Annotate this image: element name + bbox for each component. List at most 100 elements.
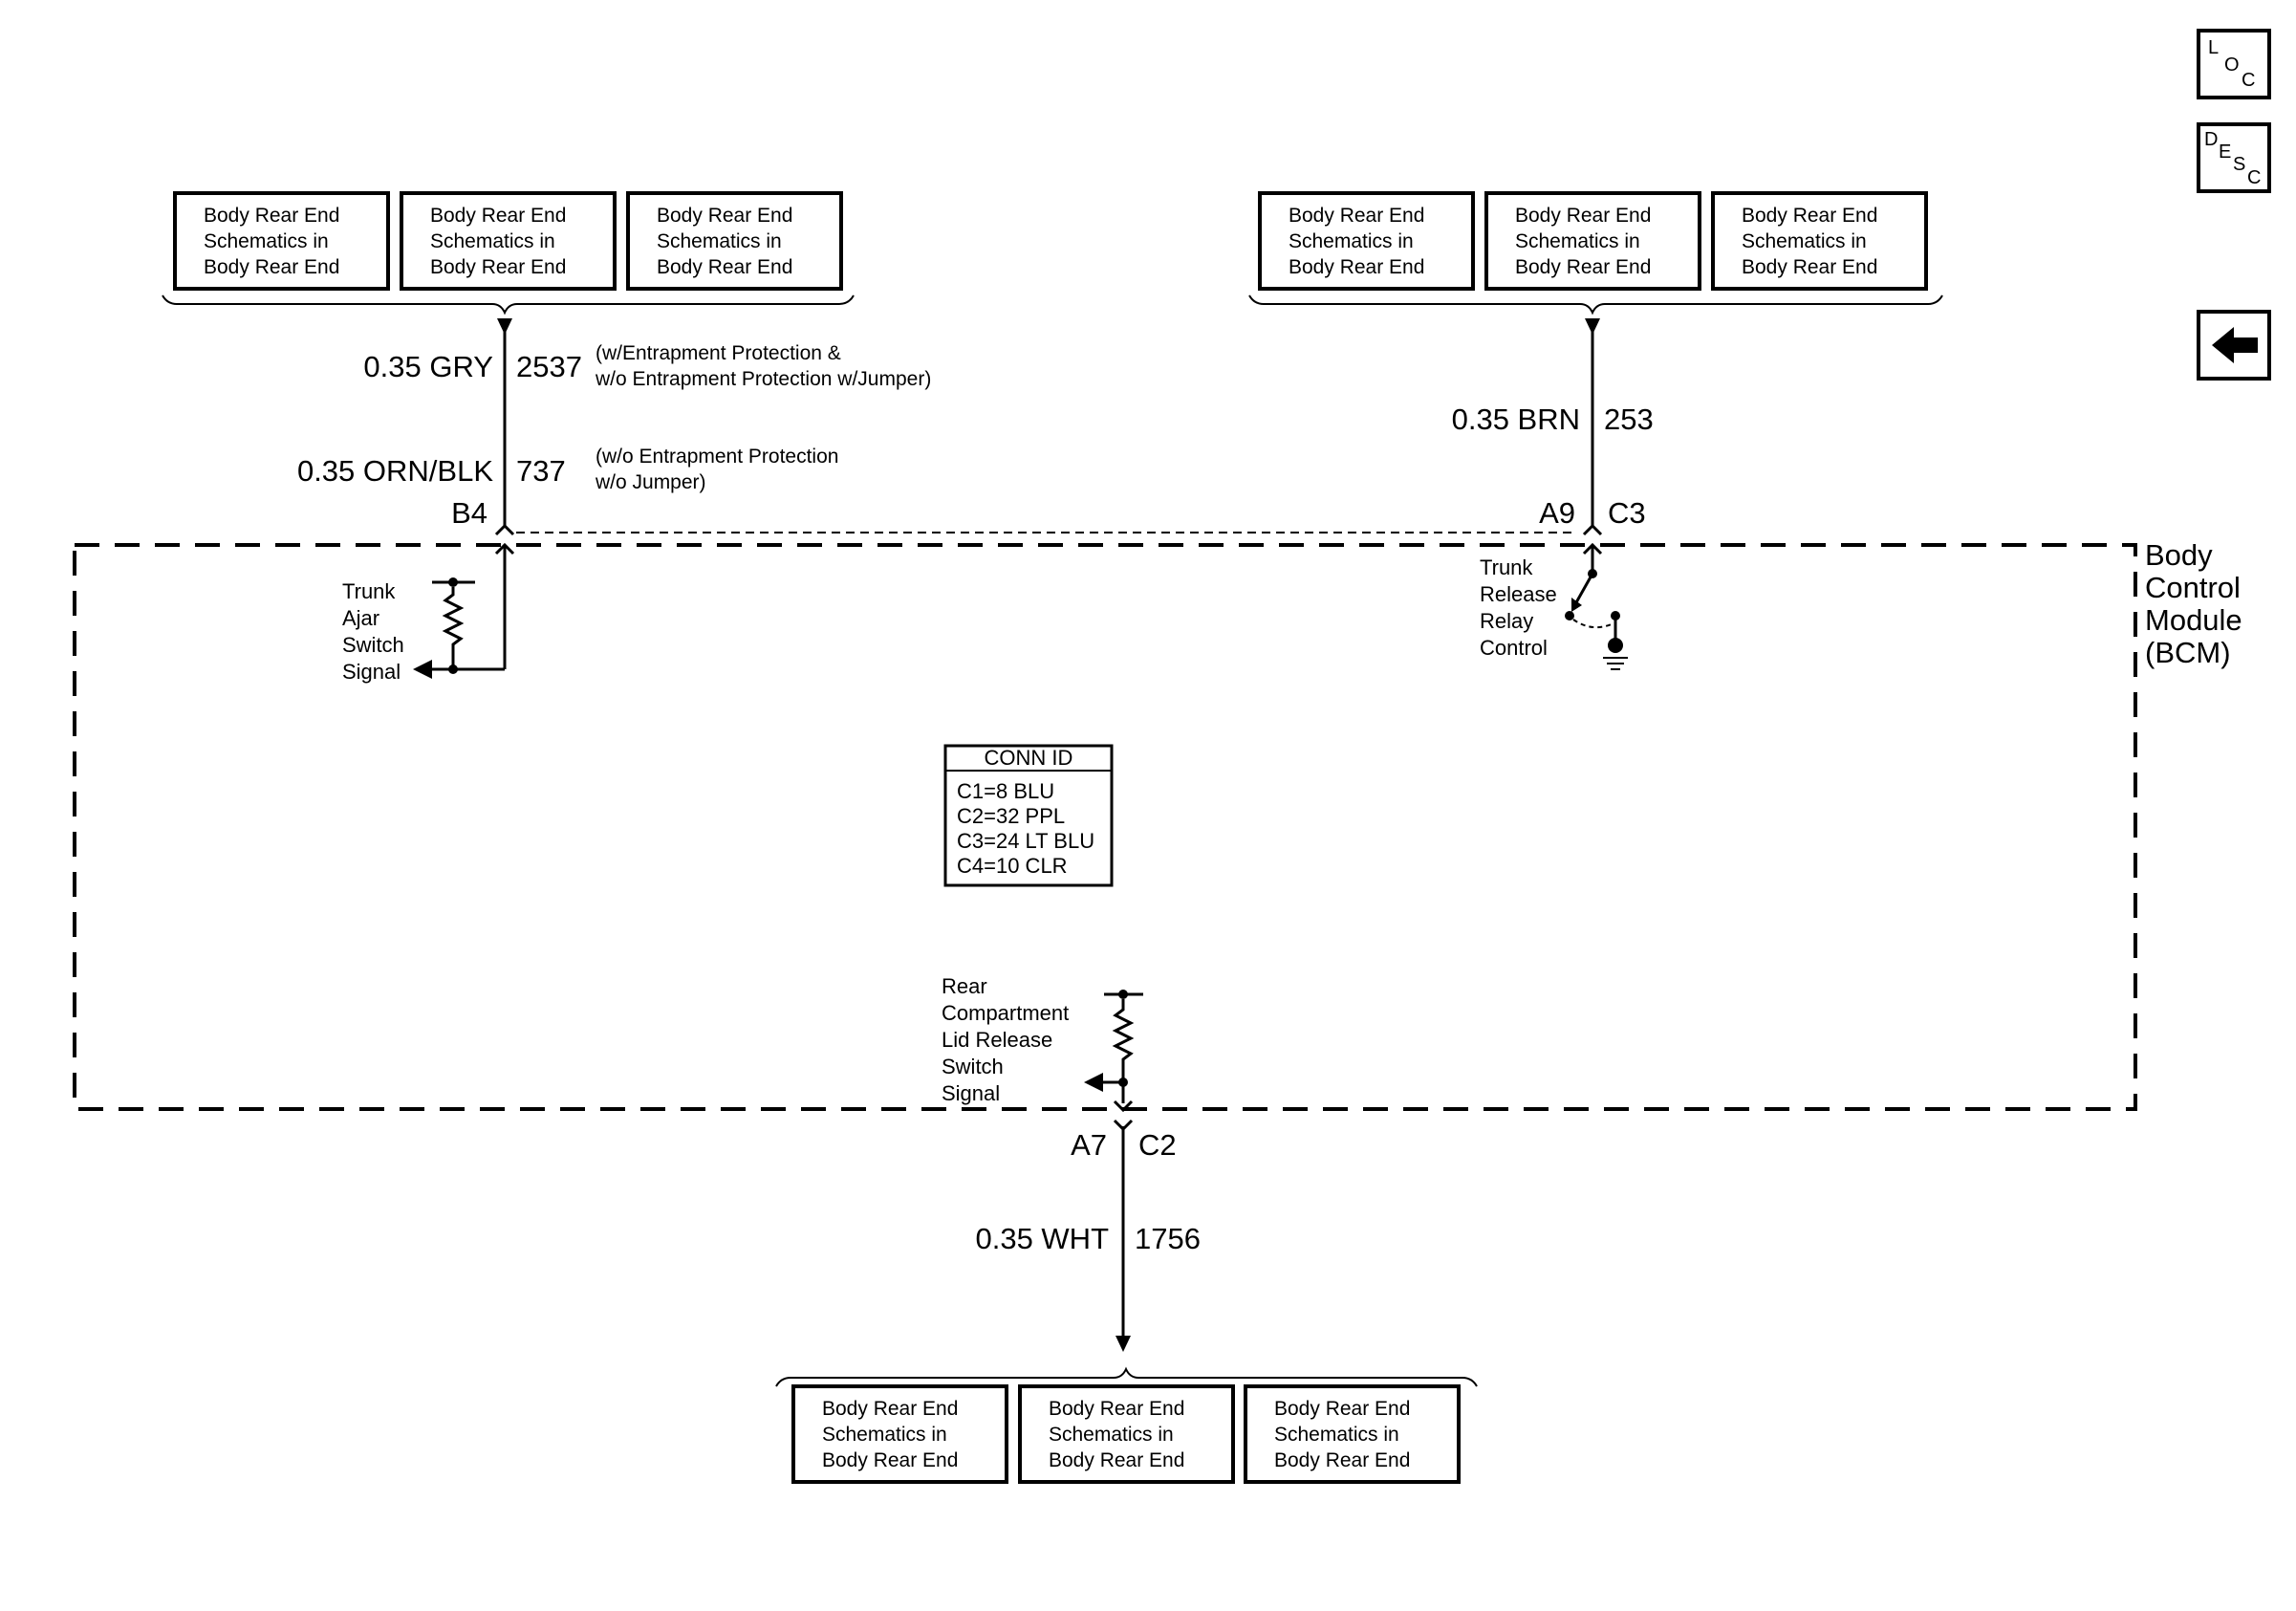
wire-size-color: 0.35 BRN [1452,403,1580,436]
reference-line: Body Rear End [430,256,566,278]
loc-letter: L [2208,37,2219,58]
reference-box[interactable]: Body Rear End Schematics in Body Rear En… [791,1384,1008,1484]
signal-label-line: Signal [342,660,401,684]
desc-letter: D [2204,129,2218,150]
wire-arrow-icon [1116,1336,1131,1352]
rear-lid-circuit: Rear Compartment Lid Release Switch Sign… [942,974,1143,1132]
back-button[interactable] [2197,310,2271,381]
reference-line: Body Rear End [430,205,566,227]
reference-brace [162,294,855,316]
signal-label-line: Control [1480,636,1548,660]
pin-label: A9 [1539,496,1575,530]
left-arrow-icon [2212,327,2258,363]
resistor-icon [442,587,465,669]
reference-box[interactable]: Body Rear End Schematics in Body Rear En… [173,191,390,291]
circuit-number: 1756 [1135,1222,1201,1255]
bcm-boundary [73,543,2137,1111]
reference-line: Body Rear End [1515,205,1651,227]
connector-label: C2 [1138,1128,1177,1162]
reference-box[interactable]: Body Rear End Schematics in Body Rear En… [1258,191,1475,291]
wire-size-color: 0.35 ORN/BLK [297,454,493,488]
loc-button[interactable]: L O C [2197,29,2271,99]
reference-line: Body Rear End [657,256,792,278]
pin-label: B4 [451,496,487,530]
signal-label-line: Switch [342,633,404,657]
wire-size-color: 0.35 WHT [975,1222,1109,1255]
signal-label-line: Lid Release [942,1028,1052,1052]
connector-chevron [1582,523,1603,536]
reference-line: Body Rear End [1289,205,1424,227]
desc-button[interactable]: D E S C [2197,122,2271,193]
reference-line: Schematics in [1049,1424,1174,1446]
reference-line: Body Rear End [204,256,339,278]
wire-size-color: 0.35 GRY [363,350,493,383]
connector-chevron [1582,542,1603,555]
reference-line: Schematics in [430,230,555,252]
module-name-line: (BCM) [2145,636,2231,669]
reference-line: Body Rear End [1049,1449,1184,1471]
reference-box[interactable]: Body Rear End Schematics in Body Rear En… [1484,191,1701,291]
pin-label: A7 [1071,1128,1107,1162]
signal-label-line: Switch [942,1055,1004,1078]
module-name-line: Body [2145,538,2213,572]
resistor-icon [1112,999,1135,1082]
reference-line: Schematics in [657,230,782,252]
desc-letter: S [2233,154,2245,175]
circuit-number: 2537 [516,350,582,383]
reference-line: Body Rear End [1274,1398,1410,1420]
signal-label-line: Rear [942,974,987,998]
reference-line: Body Rear End [204,205,339,227]
conn-id-title: CONN ID [985,746,1073,770]
relay-switch-arm [1573,573,1594,605]
circuit-right: 0.35 BRN 253 A9 C3 [1452,318,1654,572]
reference-box[interactable]: Body Rear End Schematics in Body Rear En… [1018,1384,1235,1484]
reference-line: Body Rear End [1274,1449,1410,1471]
wire-arrow-icon [1585,318,1600,335]
signal-label-line: Signal [942,1081,1000,1105]
module-name-line: Control [2145,571,2241,604]
signal-label-line: Relay [1480,609,1533,633]
reference-line: Schematics in [822,1424,947,1446]
reference-line: Body Rear End [1515,256,1651,278]
module-name: Body Control Module (BCM) [2145,538,2242,669]
reference-box[interactable]: Body Rear End Schematics in Body Rear En… [626,191,843,291]
trunk-ajar-circuit: Trunk Ajar Switch Signal [342,577,475,684]
reference-group-top-left: Body Rear End Schematics in Body Rear En… [162,191,855,316]
reference-line: Body Rear End [822,1449,958,1471]
ground-icon [1603,638,1628,670]
module-name-line: Module [2145,603,2242,637]
wire-note: (w/o Entrapment Protection [596,446,838,468]
reference-line: Body Rear End [1289,256,1424,278]
connector-chevron [494,523,515,536]
relay-dashed-link [1572,619,1614,629]
reference-line: Schematics in [1515,230,1640,252]
wire-note: (w/Entrapment Protection & [596,342,841,364]
reference-box[interactable]: Body Rear End Schematics in Body Rear En… [1244,1384,1461,1484]
signal-label-line: Trunk [342,579,396,603]
circuit-number: 737 [516,454,566,488]
trunk-release-circuit: Trunk Release Relay Control [1480,555,1628,670]
reference-line: Schematics in [204,230,329,252]
signal-arrow-icon [1084,1073,1103,1092]
connector-label: C3 [1608,496,1646,530]
conn-id-table: CONN ID C1=8 BLU C2=32 PPL C3=24 LT BLU … [943,744,1114,887]
reference-box[interactable]: Body Rear End Schematics in Body Rear En… [400,191,617,291]
wire-arrow-icon [497,318,512,335]
loc-letter: O [2224,54,2240,76]
reference-line: Schematics in [1274,1424,1399,1446]
reference-line: Schematics in [1289,230,1414,252]
reference-group-top-right: Body Rear End Schematics in Body Rear En… [1248,191,1943,316]
signal-label-line: Ajar [342,606,379,630]
conn-id-row: C1=8 BLU [957,779,1054,803]
reference-line: Body Rear End [1742,256,1877,278]
connector-chevron [494,542,515,555]
signal-arrow-icon [413,660,432,679]
circuit-left: 0.35 GRY 2537 (w/Entrapment Protection &… [297,318,931,671]
conn-id-row: C4=10 CLR [957,854,1068,878]
reference-line: Body Rear End [822,1398,958,1420]
signal-label-line: Release [1480,582,1557,606]
reference-line: Schematics in [1742,230,1867,252]
reference-box[interactable]: Body Rear End Schematics in Body Rear En… [1711,191,1928,291]
signal-label-line: Trunk [1480,555,1533,579]
